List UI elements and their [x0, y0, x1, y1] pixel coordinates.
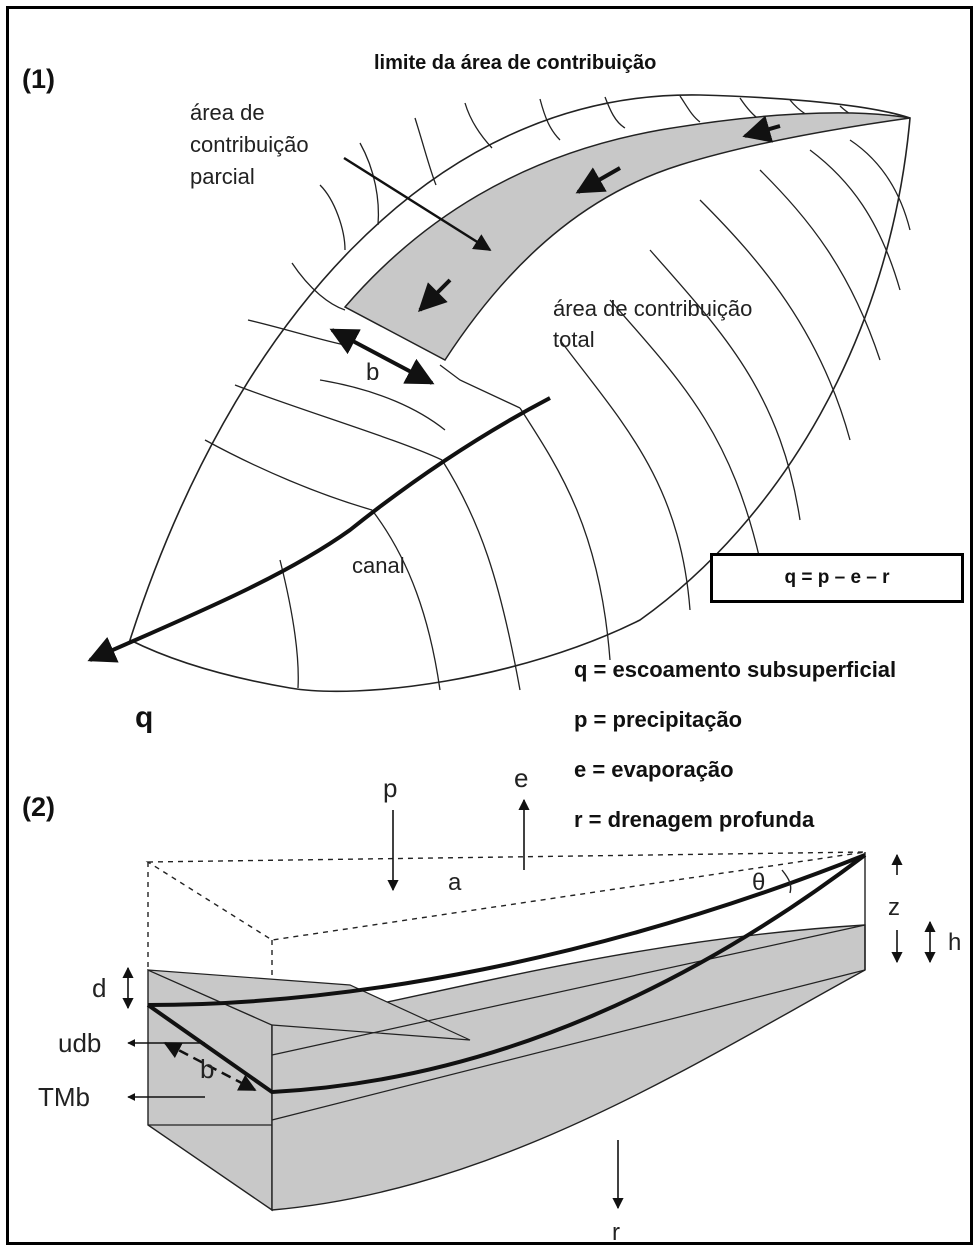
flow-arrows: [418, 115, 781, 312]
panel1-label: (1): [22, 64, 55, 94]
h-label: h: [948, 929, 961, 956]
catchment-limit-label: limite da área de contribuição: [374, 52, 656, 74]
partial-contributing-area: [343, 112, 911, 361]
catchment-outline: [129, 94, 911, 693]
a-label: a: [448, 869, 462, 896]
water-table-curves: [146, 853, 867, 1095]
d-label: d: [92, 973, 106, 1003]
b-label: b: [200, 1054, 214, 1084]
panel2-label: (2): [22, 792, 55, 822]
formula-text: q = p – e – r: [784, 567, 890, 588]
udb-label: udb: [58, 1028, 101, 1058]
partial-area-label-3: parcial: [190, 164, 255, 189]
channel-line: [87, 396, 551, 663]
z-label: z: [888, 894, 900, 921]
legend-item-r: r = drenagem profunda: [574, 807, 815, 832]
theta-arc: [781, 869, 792, 894]
partial-area-label-1: área de: [190, 100, 265, 125]
p-label: p: [383, 773, 397, 803]
legend-item-e: e = evaporação: [574, 757, 734, 782]
r-label: r: [612, 1219, 620, 1246]
outflow-q-label: q: [135, 701, 153, 734]
partial-area-pointer: [343, 156, 492, 252]
theta-label: θ: [752, 869, 765, 896]
partial-area-label-2: contribuição: [190, 132, 309, 157]
block-faces: [145, 851, 866, 1212]
total-area-label-2: total: [553, 327, 595, 352]
legend: q = escoamento subsuperficial p = precip…: [574, 655, 896, 855]
width-b-arrow: [329, 328, 435, 385]
width-b-label: b: [366, 359, 379, 386]
legend-item-p: p = precipitação: [574, 707, 743, 732]
total-area-label-1: área de contribuição: [553, 296, 752, 321]
legend-item-q: q = escoamento subsuperficial: [574, 657, 897, 682]
tmb-label: TMb: [38, 1082, 90, 1112]
e-label: e: [514, 763, 528, 793]
b-arrow: [163, 1041, 257, 1092]
formula-box: q = p – e – r: [710, 553, 964, 603]
channel-label: canal: [352, 553, 405, 578]
